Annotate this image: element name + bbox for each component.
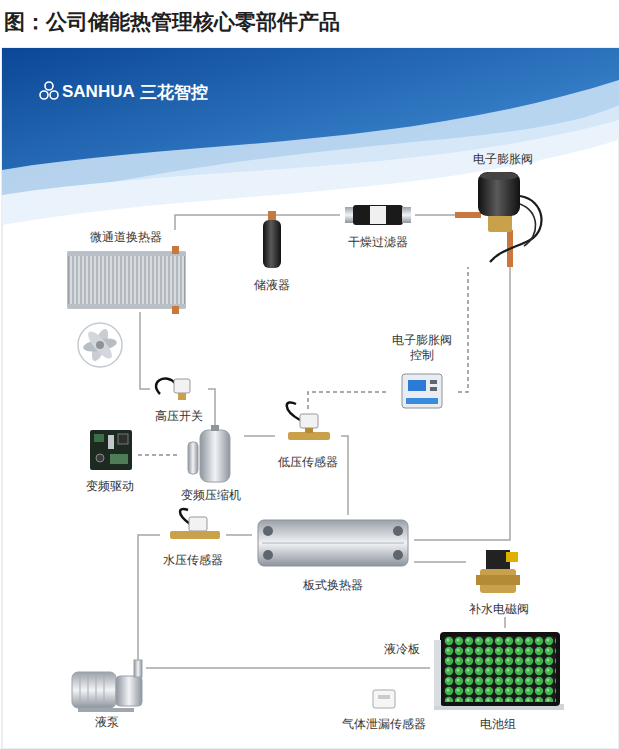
pipe-line (140, 312, 150, 389)
pipe-line (244, 435, 275, 437)
pipe-line (146, 667, 430, 669)
signal-line (458, 267, 468, 392)
pipe-line (415, 214, 455, 216)
component-label: 气体泄漏传感器 (342, 717, 426, 732)
component-node: 变频压缩机 (178, 425, 244, 503)
component-label: 电子膨胀阀 (473, 152, 533, 167)
component-node: 干燥过滤器 (340, 200, 415, 250)
component-label: 变频驱动 (86, 479, 134, 494)
pipe-line (138, 535, 160, 660)
component-node: 气体泄漏传感器 (340, 686, 428, 732)
pipe-line (294, 214, 340, 216)
pipe-line (504, 617, 506, 628)
component-node: 电子膨胀阀 (455, 152, 550, 267)
component-label: 低压传感器 (278, 455, 338, 470)
component-label: 高压开关 (155, 409, 203, 424)
component-node: 电池组 (430, 628, 565, 732)
component-label: 电池组 (480, 717, 516, 732)
component-node: 高压开关 (150, 376, 208, 424)
component-label: 微通道换热器 (90, 230, 162, 245)
pipe-line (341, 436, 348, 515)
component-node: 板式换热器 (252, 515, 414, 593)
component-node: 变频驱动 (82, 428, 138, 494)
component-label: 电子膨胀阀 控制 (386, 333, 458, 363)
component-label: 储液器 (254, 278, 290, 293)
signal-line (138, 454, 178, 456)
component-node: 电子膨胀阀 控制 (386, 333, 458, 415)
component-label: 液泵 (95, 715, 119, 730)
component-node: 储液器 (250, 205, 294, 293)
pipe-line (226, 534, 252, 536)
component-label: 变频压缩机 (181, 488, 241, 503)
pipe-line (175, 215, 250, 230)
component-node: 补水电磁阀 (466, 545, 532, 617)
component-label: 补水电磁阀 (469, 602, 529, 617)
part-label: 液冷板 (384, 641, 420, 658)
pipe-line (414, 561, 466, 563)
pipe-line (414, 267, 510, 540)
component-label: 板式换热器 (303, 578, 363, 593)
component-label: 水压传感器 (163, 553, 223, 568)
component-node: 液泵 (68, 660, 146, 730)
component-node: 低压传感器 (275, 410, 341, 470)
component-node: 水压传感器 (160, 516, 226, 568)
component-node: 微通道换热器 (62, 230, 190, 312)
figure-title: 图：公司储能热管理核心零部件产品 (4, 8, 340, 36)
signal-line (308, 392, 386, 410)
component-label: 干燥过滤器 (348, 235, 408, 250)
pipe-line (208, 389, 215, 425)
logo-text: SANHUA (62, 82, 135, 102)
logo-text: 三花智控 (140, 81, 208, 104)
